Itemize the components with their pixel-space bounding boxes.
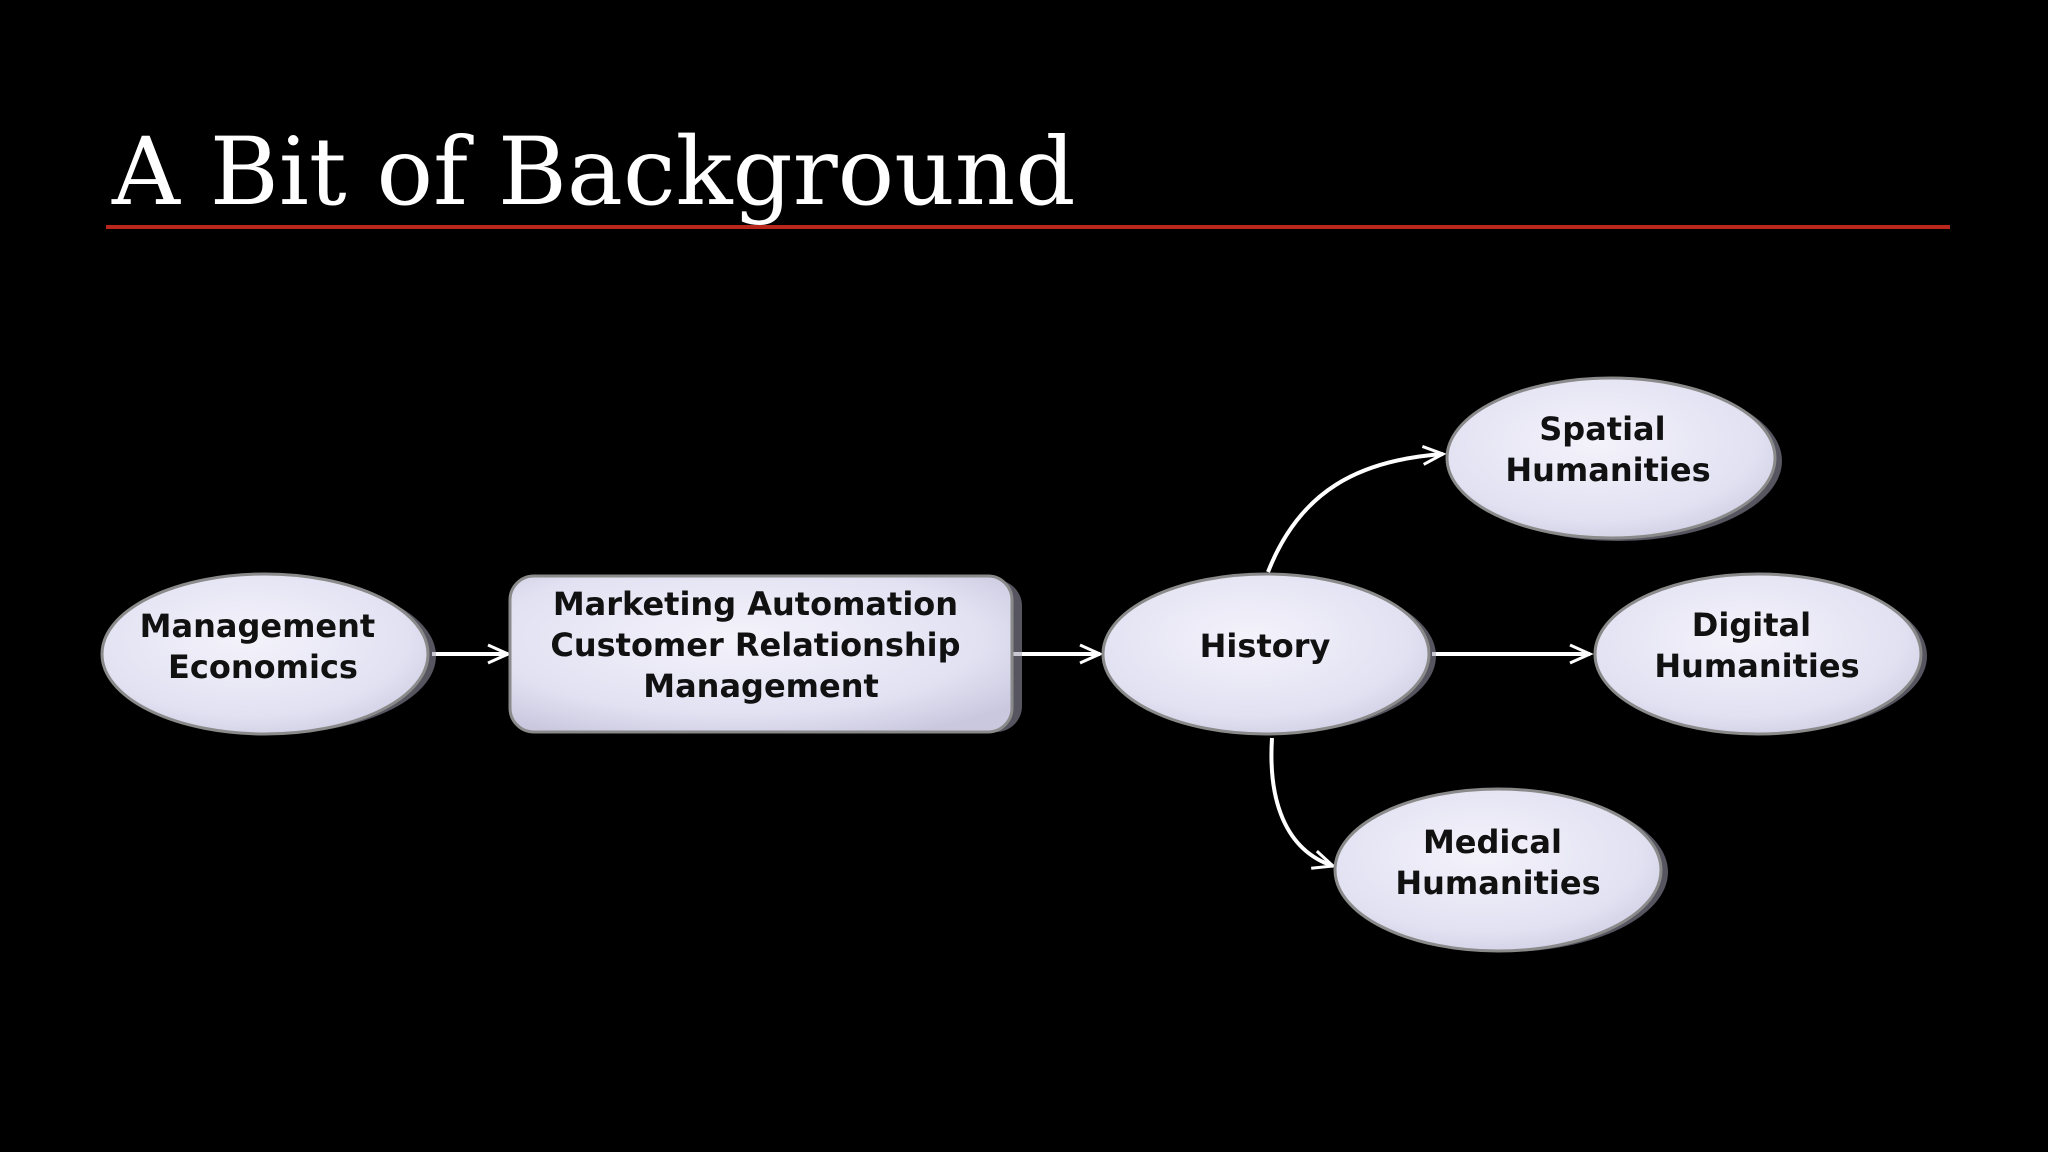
- node-label-line: Economics: [168, 648, 358, 686]
- node-history: History: [1101, 572, 1436, 736]
- edge-history-to-medical: [1269, 737, 1337, 870]
- node-label-line: Management: [140, 607, 376, 645]
- node-label-line: Humanities: [1654, 647, 1859, 685]
- node-shape: [1445, 376, 1777, 540]
- node-label-line: Management: [643, 667, 879, 705]
- node-spatial-humanities: Spatial Humanities: [1445, 376, 1782, 541]
- node-label: Digital Humanities: [1654, 606, 1859, 685]
- node-shape: [1101, 572, 1431, 736]
- node-label: Medical Humanities: [1395, 823, 1600, 902]
- node-digital-humanities: Digital Humanities: [1593, 572, 1927, 736]
- node-label-line: Spatial: [1539, 410, 1665, 448]
- node-label-line: Digital: [1692, 606, 1811, 644]
- node-label-line: Marketing Automation: [553, 585, 958, 623]
- node-shape: [508, 574, 1014, 734]
- node-label-line: Humanities: [1395, 864, 1600, 902]
- node-medical-humanities: Medical Humanities: [1333, 787, 1668, 953]
- node-label: Spatial Humanities: [1505, 410, 1710, 489]
- edges: [432, 445, 1594, 870]
- edge-history-to-spatial: [1266, 445, 1447, 573]
- node-shape: [100, 572, 430, 736]
- node-label: History: [1200, 627, 1331, 665]
- node-label-line: Customer Relationship: [550, 626, 960, 664]
- slide-title: A Bit of Background: [112, 118, 1076, 227]
- node-management-economics: Management Economics: [100, 572, 436, 736]
- node-label-line: History: [1200, 627, 1331, 665]
- node-label: Marketing Automation Customer Relationsh…: [550, 585, 971, 705]
- node-marketing-automation: Marketing Automation Customer Relationsh…: [508, 574, 1022, 734]
- node-label-line: Medical: [1423, 823, 1562, 861]
- node-label-line: Humanities: [1505, 451, 1710, 489]
- node-shape: [1593, 572, 1923, 736]
- node-label: Management Economics: [140, 607, 387, 686]
- node-shape: [1333, 787, 1663, 953]
- title-underline: [106, 225, 1950, 229]
